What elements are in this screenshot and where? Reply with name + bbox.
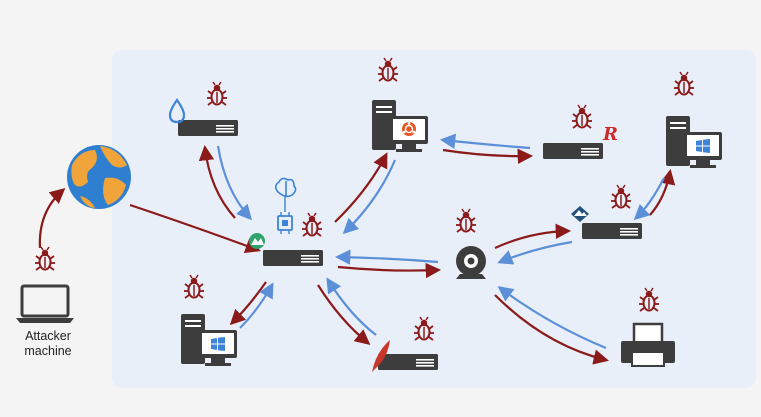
drupal-drop-icon (168, 98, 186, 124)
mountain-logo-icon (571, 206, 589, 222)
attacker-label-line2: machine (24, 344, 72, 358)
bug-icon (413, 316, 435, 341)
link-webcam-to-central (334, 249, 439, 265)
link-central-to-ubuntu (334, 152, 388, 223)
feather-icon (372, 340, 390, 372)
link-mountain-to-windows-right (649, 168, 676, 216)
brain-icon (274, 177, 297, 198)
red-r-logo-icon: R (602, 124, 618, 145)
link-rails-to-ubuntu (439, 133, 531, 150)
bug-icon (377, 57, 399, 82)
ubuntu-workstation (372, 57, 428, 152)
bug-icon (571, 104, 593, 129)
mountain-server (571, 184, 642, 239)
windows-workstation-left (181, 274, 237, 366)
bug-icon (301, 212, 323, 237)
webcam (455, 208, 486, 279)
link-ubuntu-to-central (342, 159, 397, 235)
attacker-laptop (16, 246, 74, 323)
printer (621, 287, 675, 367)
link-windows-right-to-mountain (633, 177, 665, 221)
bug-icon (183, 274, 205, 299)
link-printer-to-webcam (497, 286, 607, 350)
rails-server: R (543, 104, 618, 159)
connection-lines (38, 133, 676, 365)
link-globe-to-central (129, 203, 261, 253)
link-apache-to-central (326, 277, 377, 336)
link-webcam-to-mountain (494, 223, 572, 250)
link-central-to-apache (317, 284, 371, 345)
chip-icon (277, 196, 293, 234)
bug-icon (206, 81, 228, 106)
ubuntu-icon (402, 122, 416, 136)
link-laptop-to-globe (38, 187, 66, 249)
link-windows-left-to-central (239, 282, 274, 329)
bug-icon (673, 71, 695, 96)
bug-icon (638, 287, 660, 312)
link-webcam-to-printer (494, 294, 609, 365)
bug-icon (455, 208, 477, 233)
apache-server (372, 316, 438, 372)
attacker-label-line1: Attacker (25, 329, 71, 343)
link-central-to-drupal (198, 144, 236, 219)
drupal-server (168, 81, 238, 136)
windows-workstation-right (666, 71, 722, 168)
central-server (249, 177, 323, 266)
green-logo-icon (249, 233, 265, 249)
link-ubuntu-to-rails (442, 148, 534, 164)
link-central-to-webcam (337, 262, 442, 279)
bug-icon (34, 246, 56, 271)
attacker-machine-label: Attacker machine (0, 329, 96, 359)
bug-icon (610, 184, 632, 209)
globe-icon (67, 145, 131, 209)
link-mountain-to-webcam (497, 240, 573, 265)
link-drupal-to-central (216, 145, 253, 221)
